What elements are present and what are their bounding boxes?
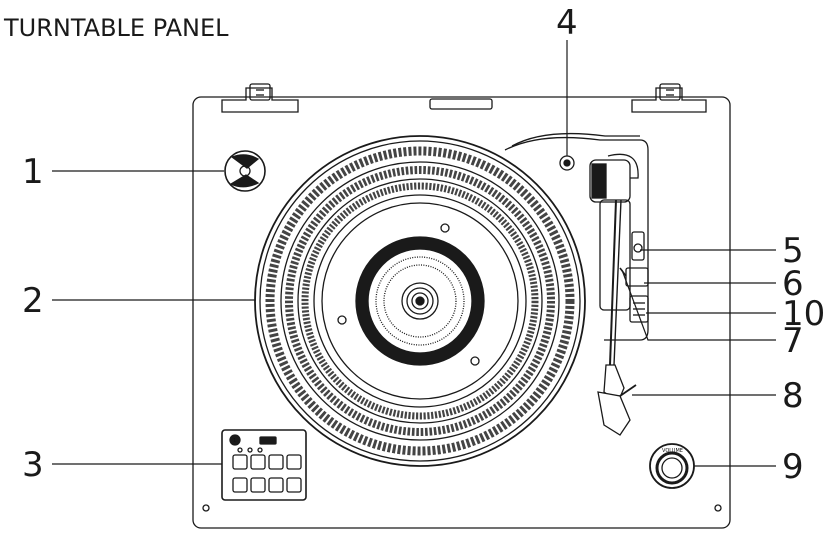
platter-screw [440,223,450,233]
panel-button[interactable] [286,477,302,493]
platter-screw [337,315,347,325]
leader-7 [621,269,776,341]
panel-button[interactable] [286,454,302,470]
usb-port [259,436,277,445]
callout-6: 6 [782,264,804,304]
right-hinge [631,83,707,113]
volume-label: VOLUME [662,448,683,454]
diagram-heading: TURNTABLE PANEL [3,14,229,42]
strobe-ring-divider-1 [280,161,560,441]
arm-tube [609,199,617,366]
anti-skate-dial [629,295,649,323]
strobe-ring-2 [285,166,555,436]
strobe-ring-outer-edge [259,140,581,462]
counterweight [589,159,631,203]
label-ring-3 [411,292,429,310]
adapter-holder [224,150,266,192]
callout-leaders [52,40,776,467]
indicator-led [237,447,243,453]
base-screw [202,504,210,512]
platter-screw [470,356,480,366]
panel-button[interactable] [250,454,266,470]
brand-mark: 1 [233,438,236,444]
strobe-ring-divider-2 [297,178,543,424]
tonearm-screw [559,155,575,171]
callout-7: 7 [782,321,804,361]
brand-logo [229,434,241,446]
spindle [415,296,425,306]
callout-5: 5 [782,231,804,271]
base-screw [714,504,722,512]
plate-edge [511,132,640,147]
arm-pivot-cover [607,153,639,179]
strobe-ring-3 [301,182,539,420]
finger-lift [619,384,637,397]
panel-button[interactable] [232,454,248,470]
label-groove-1 [375,256,465,346]
callout-8: 8 [782,376,804,416]
callout-10: 10 [782,294,825,334]
callout-4: 4 [556,3,578,43]
strobe-ring-1 [265,146,575,456]
arm-rest [631,231,645,261]
center-slot [429,98,493,110]
panel-button[interactable] [250,477,266,493]
label-ring-1 [401,282,439,320]
panel-button[interactable] [232,477,248,493]
counterweight-ring [591,163,607,199]
panel-button[interactable] [268,477,284,493]
pitch-knob [633,243,643,253]
callout-2: 2 [22,281,44,321]
inner-platter-edge [321,202,519,400]
cartridge [597,391,631,436]
indicator-led [247,447,253,453]
callout-3: 3 [22,445,44,485]
label-groove-2 [383,264,457,338]
label-ring-2 [406,287,434,315]
strobe-ring-divider-3 [313,194,527,408]
cue-lever [625,267,649,287]
tonearm [589,153,649,436]
platter-rim [254,135,586,467]
tonearm-base-plate [504,136,649,341]
platter [254,135,586,467]
arm-tube-edge [613,199,622,366]
indicator-led [257,447,263,453]
panel-button[interactable] [268,454,284,470]
callout-9: 9 [782,447,804,487]
volume-knob[interactable]: VOLUME [649,443,695,489]
callout-1: 1 [22,152,44,192]
left-hinge [221,83,299,113]
control-panel: 1 [221,429,307,501]
